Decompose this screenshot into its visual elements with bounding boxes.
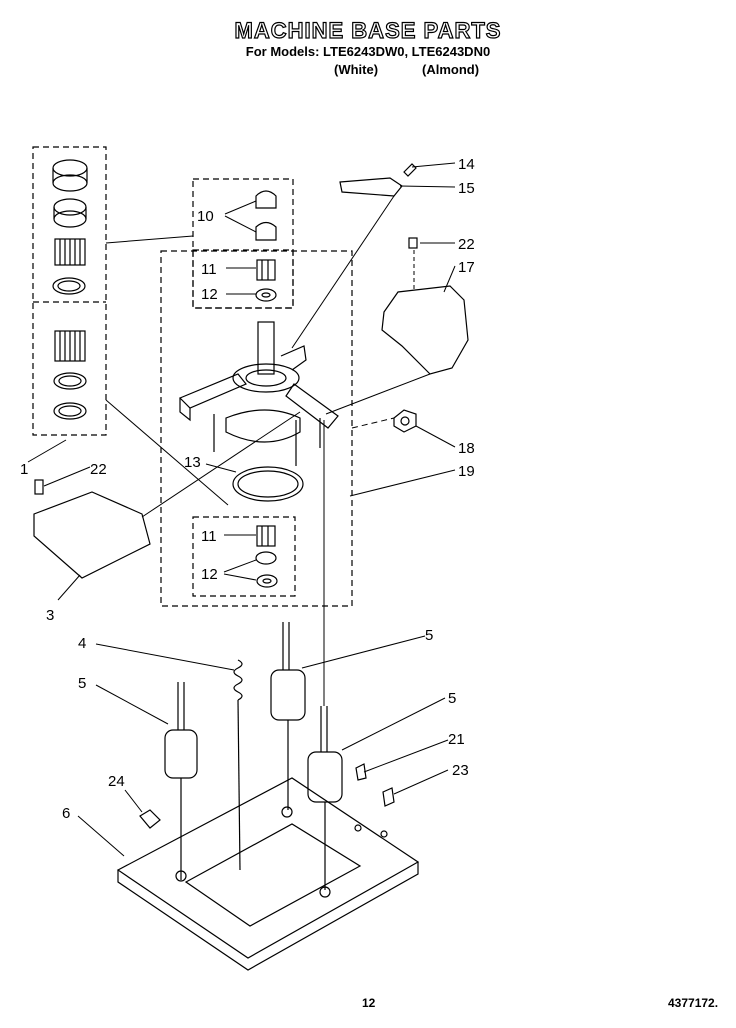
callout-13: 13 xyxy=(184,454,201,471)
callout-4: 4 xyxy=(78,635,86,652)
part-17-cover xyxy=(381,285,469,375)
kit-box-11-12-bottom xyxy=(192,516,296,597)
seal-part xyxy=(52,159,88,192)
part-15-bracket xyxy=(339,177,403,197)
part-22-screw-left xyxy=(34,479,44,495)
kit-box-assembly xyxy=(160,250,353,607)
callout-22-left: 22 xyxy=(90,461,107,478)
page-title: MACHINE BASE PARTS xyxy=(234,17,502,43)
kit-box-top xyxy=(192,178,294,309)
part-10-cap xyxy=(255,221,277,241)
part-24-clip xyxy=(139,809,161,829)
document-number: 4377172. xyxy=(668,996,719,1010)
callout-arrows xyxy=(27,162,456,857)
part-10-cap xyxy=(255,190,277,209)
callout-5-left: 5 xyxy=(78,675,86,692)
callout-10: 10 xyxy=(197,208,214,225)
callout-23: 23 xyxy=(452,762,469,779)
callout-21: 21 xyxy=(448,731,465,748)
ring-part xyxy=(53,372,87,390)
part-14-screw xyxy=(403,163,417,177)
callout-15: 15 xyxy=(458,180,475,197)
part-5-leg-middle xyxy=(270,622,306,810)
part-23-screw xyxy=(382,787,395,807)
callout-6: 6 xyxy=(62,805,70,822)
callout-22-right: 22 xyxy=(458,236,475,253)
variant-almond: (Almond) xyxy=(422,62,480,77)
callout-5-right: 5 xyxy=(448,690,456,707)
bearing-part xyxy=(54,330,86,362)
ring-part xyxy=(53,402,87,420)
callout-18: 18 xyxy=(458,440,475,457)
bearing-part xyxy=(54,238,86,266)
callout-11-bottom: 11 xyxy=(201,528,217,545)
kit-box-11-12-top xyxy=(192,249,294,309)
part-13-ring xyxy=(232,466,304,502)
part-22-screw-right xyxy=(408,237,418,249)
model-numbers: For Models: LTE6243DW0, LTE6243DN0 xyxy=(245,44,491,59)
part-21-screw xyxy=(355,763,367,781)
callout-1: 1 xyxy=(20,461,28,478)
transmission-assembly xyxy=(178,321,339,466)
leader-lines xyxy=(105,195,431,706)
part-12-washer-bottom-2 xyxy=(256,574,278,588)
part-12-washer-top xyxy=(255,288,277,302)
part-5-leg-right xyxy=(307,706,343,890)
seal-part xyxy=(53,198,87,228)
part-18-nut xyxy=(393,409,417,433)
callout-24: 24 xyxy=(108,773,125,790)
part-11-bearing-top xyxy=(256,259,276,281)
ring-part xyxy=(52,277,86,295)
callout-12-bottom: 12 xyxy=(201,566,218,583)
page-number: 12 xyxy=(362,996,376,1010)
variant-white: (White) xyxy=(334,62,379,77)
callout-19: 19 xyxy=(458,463,475,480)
callout-3: 3 xyxy=(46,607,54,624)
part-6-base xyxy=(116,777,420,971)
part-4-spring xyxy=(233,659,243,871)
part-3-cover xyxy=(33,491,151,579)
part-11-bearing-bottom xyxy=(256,525,276,547)
callout-12-top: 12 xyxy=(201,286,218,303)
callout-14: 14 xyxy=(458,156,475,173)
part-5-leg-left xyxy=(164,682,198,880)
callout-17: 17 xyxy=(458,259,475,276)
part-12-washer-bottom-1 xyxy=(255,551,277,565)
callout-5-middle: 5 xyxy=(425,627,433,644)
callout-11-top: 11 xyxy=(201,261,217,278)
